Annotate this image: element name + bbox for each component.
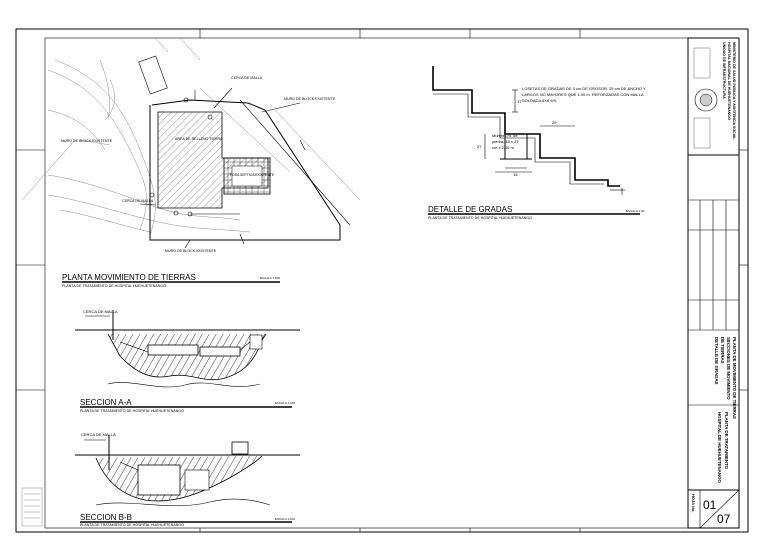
project-line-2: HOSPITAL DE HUEHUETENANGO <box>717 412 722 483</box>
section-a: CERCA DE MALLA SECCION A-A PLANTA DE TRA… <box>75 309 300 413</box>
drawing-title-line-2: SECCIONES DE MOVIMIENTO <box>726 337 731 400</box>
section-b-scale: ESCALA 1:100 <box>275 517 295 521</box>
section-b-subtitle: PLANTA DE TRATAMIENTO DE HOSPITAL HUEHUE… <box>80 523 184 527</box>
project-line-1: PLANTA DE TRATAMIENTO <box>724 412 729 470</box>
sheet-total: 07 <box>717 512 731 526</box>
plan-label-fill-area: AREA DE RELLENO TIERRA <box>175 137 223 141</box>
stairs-note-line-1: LOSETAS DE GRADAS DE 5 cm DE GROSOR, 25 … <box>522 86 646 91</box>
drawing-title-line-3: DE TIERRAS <box>720 337 725 364</box>
stairs-dim-tread: 29 <box>552 120 557 125</box>
section-b-title: SECCION B-B <box>80 513 132 522</box>
stairs-note-line-3: SOLDADA 6X6 9/9. <box>522 98 557 103</box>
plan-subtitle: PLANTA DE TRATAMIENTO DE HOSPITAL HUEHUE… <box>62 284 166 288</box>
stairs-detail: 17 29 27 15 LOSETAS DE GRADAS DE 5 cm DE… <box>428 66 646 220</box>
stairs-scale: ESCALA 1:20 <box>626 209 645 213</box>
sheet-number: 01 <box>703 498 717 512</box>
section-b-fence: CERCA DE MALLA <box>81 432 116 437</box>
stairs-dim-base: 15 <box>513 172 518 177</box>
stairs-wall-note-2: piedra, 15 x 27 <box>492 139 519 144</box>
sheet-label: HOJA No. <box>691 494 696 513</box>
plan-label-block-wall-right: MURO DE BLOCK EXISTENTE <box>284 97 336 101</box>
plan-label-existing-wall: MURO DE BLOCK EXISTENTE <box>61 139 113 143</box>
plan-label-septic: FOSA SEPTICA EXISTENTE <box>230 173 275 177</box>
section-a-title: SECCION A-A <box>80 398 132 407</box>
plan-scale: ESCALA 1:500 <box>260 276 280 280</box>
stairs-dim-height: 27 <box>477 144 482 149</box>
title-block: MINISTERIO DE SALUD PUBLICA Y ASISTENCIA… <box>687 37 740 529</box>
sheet-border <box>15 28 749 533</box>
institution-line-1: MINISTERIO DE SALUD PUBLICA Y ASISTENCIA… <box>732 42 736 140</box>
drawing-title-line-1: PLANTA DE MOVIMIENTO DE TIERRAS <box>732 337 737 419</box>
plan-label-fence-left: CERCA DE MALLA <box>122 199 154 203</box>
drawing-title-line-4: DETALLE DE GRADAS <box>714 337 719 385</box>
section-a-fence: CERCA DE MALLA <box>83 309 118 314</box>
stairs-note-line-2: LARGOS NO MAYORES QUE 1.00 m. REFORZADAS… <box>522 92 644 97</box>
plan-view: CERCA DE MALLA MURO DE BLOCK EXISTENTE C… <box>21 37 361 288</box>
ministry-seal-icon <box>693 47 718 149</box>
section-b: CERCA DE MALLA SECCION B-B PLANTA DE TRA… <box>75 432 300 527</box>
plan-label-block-wall-bottom: MURO DE BLOCK EXISTENTE <box>165 249 217 253</box>
stairs-wall-note-3: cm x 2.00 m <box>492 145 514 150</box>
stairs-wall-note-1: Muretes m. de <box>492 133 518 138</box>
section-a-scale: ESCALA 1:100 <box>275 401 295 405</box>
section-a-subtitle: PLANTA DE TRATAMIENTO DE HOSPITAL HUEHUE… <box>80 409 184 413</box>
plan-label-fence-top: CERCA DE MALLA <box>231 76 263 80</box>
institution-line-3: UNIDAD DE INFRAESTRUCTURA <box>722 42 726 99</box>
stairs-title: DETALLE DE GRADAS <box>428 205 512 214</box>
plan-title: PLANTA MOVIMIENTO DE TIERRAS <box>62 273 196 282</box>
margin-legend-graphic <box>21 487 43 527</box>
stairs-dim-rise: 17 <box>517 99 522 104</box>
institution-line-2: HOSPITAL NACIONAL DE HUEHUETENANGO <box>727 42 731 120</box>
stairs-subtitle: PLANTA DE TRATAMIENTO DE HOSPITAL HUEHUE… <box>428 216 532 220</box>
